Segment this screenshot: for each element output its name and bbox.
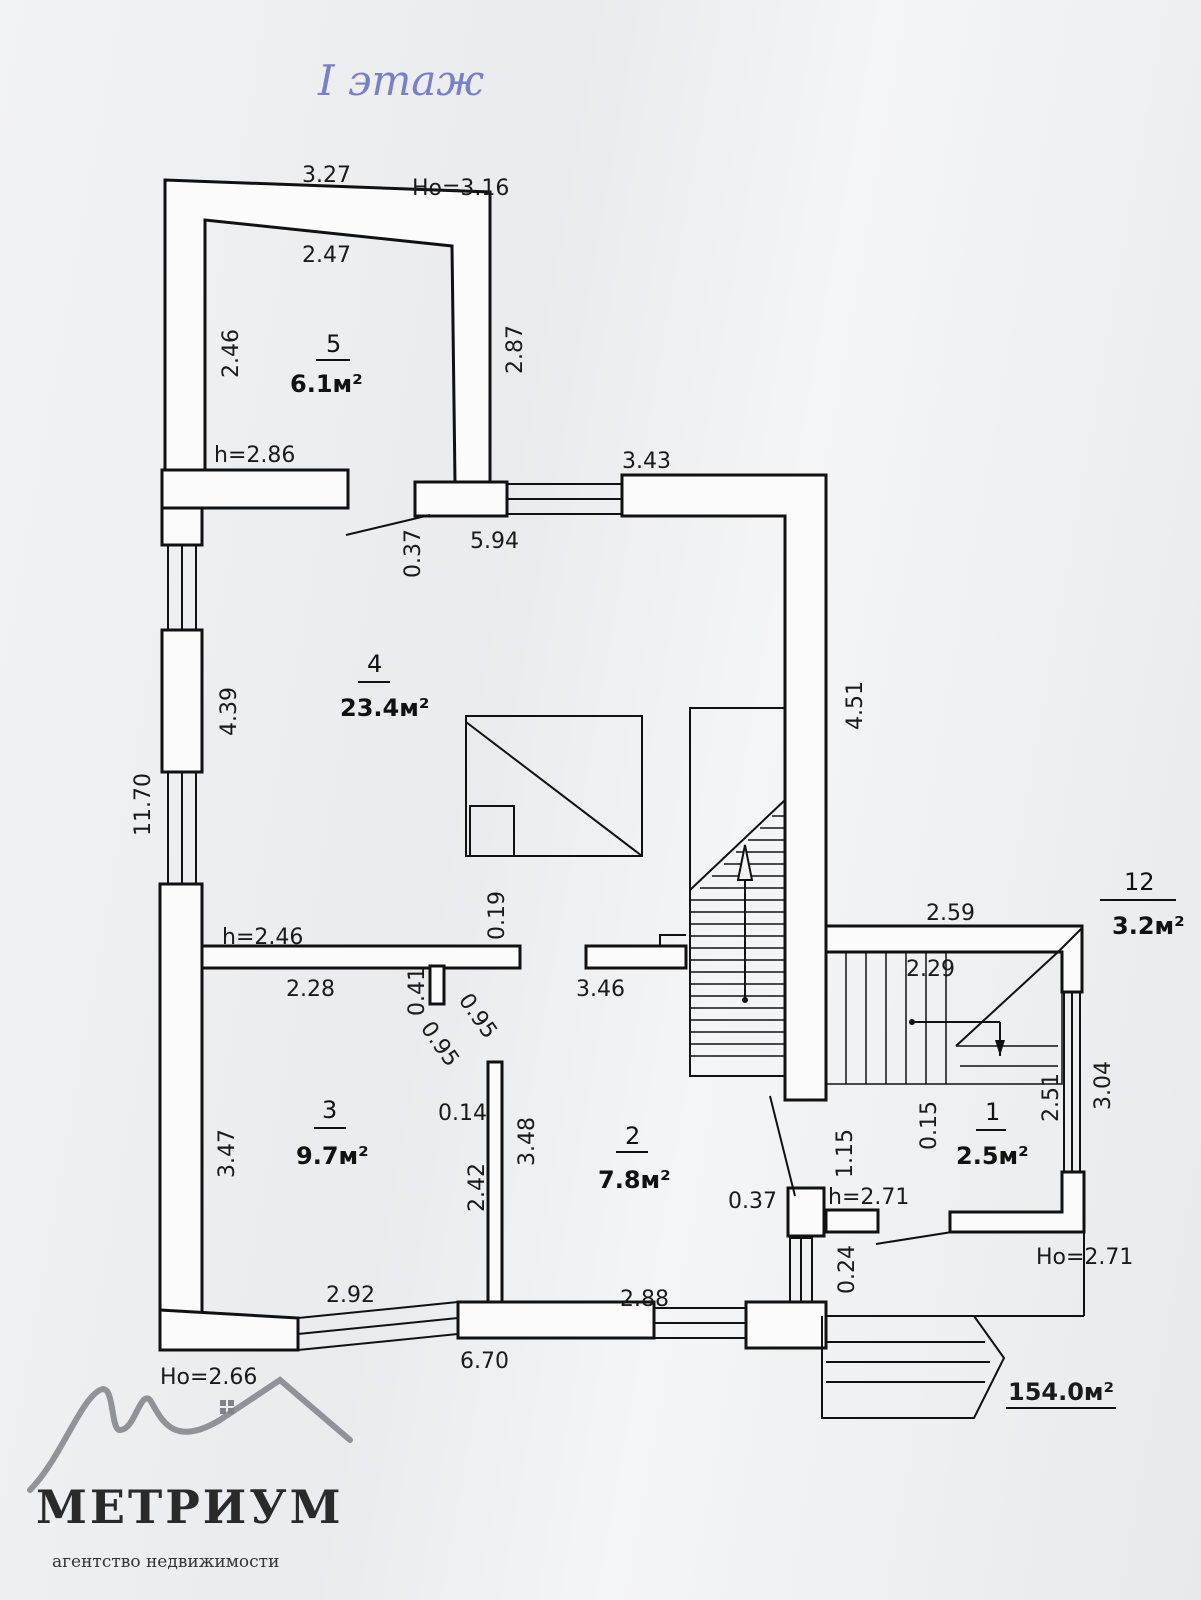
dim-2-42: 2.42 — [465, 1163, 490, 1212]
metrium-logo-mark — [27, 1376, 353, 1493]
dim-0-41: 0.41 — [405, 967, 430, 1016]
dim-0-14: 0.14 — [438, 1101, 487, 1126]
outer-walls — [158, 468, 828, 1352]
room-2-area: 7.8м² — [598, 1166, 671, 1194]
dim-0-37b: 0.37 — [728, 1189, 777, 1214]
dim-2-46: 2.46 — [219, 329, 244, 378]
height-room5-outer: Hо=3.16 — [412, 176, 509, 201]
dim-2-47: 2.47 — [302, 243, 351, 268]
dim-3-46: 3.46 — [576, 977, 625, 1002]
room-12-number: 12 — [1124, 868, 1155, 896]
room-3-number: 3 — [322, 1096, 337, 1124]
dim-2-28: 2.28 — [286, 977, 335, 1002]
dim-2-51: 2.51 — [1039, 1073, 1064, 1122]
height-labels: Hо=3.16 h=2.86 h=2.46 h=2.71 Hо=2.71 Hо=… — [160, 176, 1133, 1390]
height-room4: h=2.46 — [222, 925, 303, 950]
dim-3-43: 3.43 — [622, 449, 671, 474]
height-outer-left: Hо=2.66 — [160, 1365, 257, 1390]
stove — [465, 715, 643, 857]
dim-2-92: 2.92 — [326, 1283, 375, 1308]
dim-3-47: 3.47 — [215, 1129, 240, 1178]
dim-4-51: 4.51 — [843, 681, 868, 730]
dim-2-88: 2.88 — [620, 1287, 669, 1312]
room-1-number: 1 — [985, 1098, 1000, 1126]
logo-subtitle: агентство недвижимости — [52, 1552, 280, 1572]
dim-0-37a: 0.37 — [401, 529, 426, 578]
room-labels: 5 6.1м² 4 23.4м² 3 9.7м² 2 7.8м² 1 2.5м²… — [290, 330, 1185, 1194]
room-1-area: 2.5м² — [956, 1142, 1029, 1170]
dim-6-70: 6.70 — [460, 1349, 509, 1374]
dim-2-87: 2.87 — [503, 325, 528, 374]
dim-1-15: 1.15 — [833, 1129, 858, 1178]
logo-name: МЕТРИУМ — [36, 1480, 344, 1534]
room-12-area: 3.2м² — [1112, 912, 1185, 940]
annex-walls — [769, 924, 1086, 1303]
dim-2-59: 2.59 — [926, 901, 975, 926]
main-staircase — [689, 707, 786, 1077]
room-5-area: 6.1м² — [290, 370, 363, 398]
dim-0-24: 0.24 — [835, 1245, 860, 1294]
dim-3-27: 3.27 — [302, 163, 351, 188]
dim-2-29: 2.29 — [906, 957, 955, 982]
dimension-labels: 3.27 2.47 3.43 5.94 2.28 3.46 2.59 2.29 … — [131, 163, 1116, 1374]
annex-staircase — [825, 927, 1083, 1085]
dim-3-04: 3.04 — [1091, 1061, 1116, 1110]
dim-5-94: 5.94 — [470, 529, 519, 554]
room-4-number: 4 — [367, 650, 382, 678]
porch — [821, 1232, 1085, 1419]
dim-0-95b: 0.95 — [415, 1017, 464, 1071]
dim-0-15: 0.15 — [917, 1101, 942, 1150]
dim-0-19: 0.19 — [485, 891, 510, 940]
total-area: 154.0м² — [1008, 1378, 1114, 1406]
height-outer-right: Hо=2.71 — [1036, 1245, 1133, 1270]
dim-0-95a: 0.95 — [453, 989, 502, 1043]
room-5-number: 5 — [326, 330, 341, 358]
dim-3-48: 3.48 — [515, 1117, 540, 1166]
dim-11-70: 11.70 — [131, 773, 156, 836]
room-4-area: 23.4м² — [340, 694, 429, 722]
room-2-number: 2 — [625, 1122, 640, 1150]
height-room5-inner: h=2.86 — [214, 443, 295, 468]
partitions — [200, 934, 688, 1304]
dim-4-39: 4.39 — [217, 687, 242, 736]
height-room1: h=2.71 — [828, 1185, 909, 1210]
room-3-area: 9.7м² — [296, 1142, 369, 1170]
floor-title: I этаж — [317, 56, 484, 105]
